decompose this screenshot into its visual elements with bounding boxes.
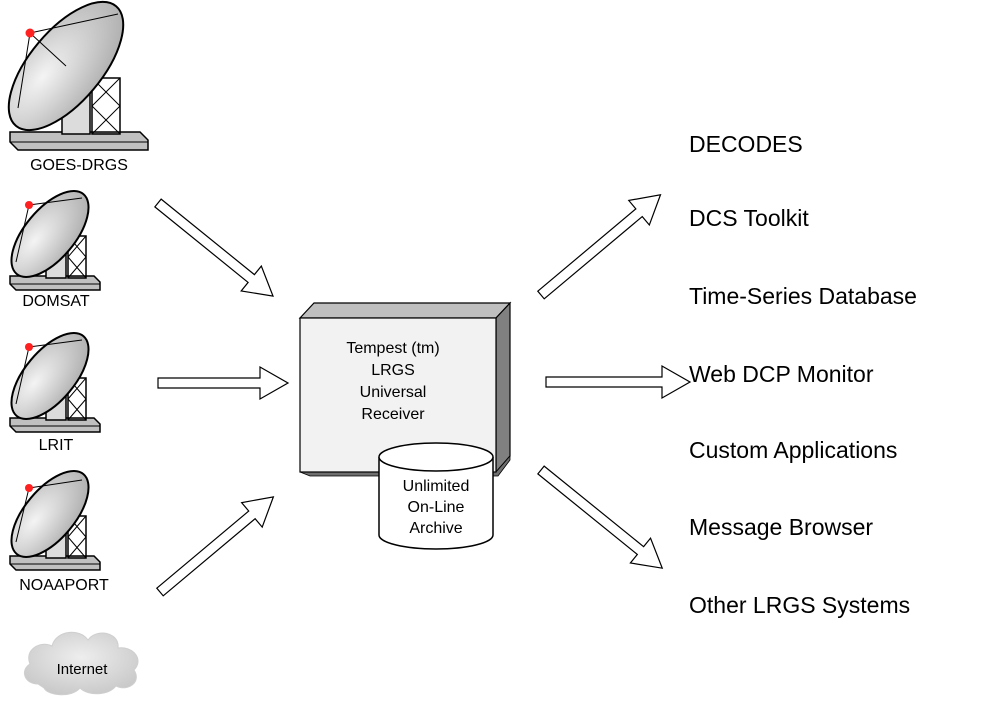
receiver-line: LRGS (371, 362, 415, 379)
arrow-lrit-to-receiver (157, 365, 290, 401)
output-item-custom-applications: Custom Applications (689, 437, 897, 463)
source-label: LRIT (39, 437, 74, 454)
satellite-dish-icon (9, 470, 101, 571)
output-item-message-browser: Message Browser (689, 514, 873, 540)
satellite-dish-icon (9, 190, 101, 291)
output-item-decodes: DECODES (689, 131, 803, 157)
archive-line: Archive (409, 520, 462, 537)
archive-line: Unlimited (403, 478, 470, 495)
source-label: NOAAPORT (19, 577, 109, 594)
source-label: Internet (57, 661, 109, 678)
output-arrows (536, 193, 692, 569)
satellite-dish-icon (7, 0, 149, 151)
output-item-web-dcp-monitor: Web DCP Monitor (689, 361, 874, 387)
arrow-goes-to-receiver (154, 198, 274, 297)
satellite-dish-icon (9, 332, 101, 433)
source-domsat: DOMSAT (9, 190, 101, 310)
output-item-time-series-database: Time-Series Database (689, 283, 917, 309)
source-label: DOMSAT (22, 293, 89, 310)
arrow-noaaport-to-receiver (155, 496, 275, 597)
receiver-line: Universal (360, 384, 427, 401)
cloud-icon (23, 631, 139, 696)
arrow-receiver-to-message-browser (537, 465, 664, 569)
receiver-line: Receiver (361, 406, 425, 423)
source-lrit: LRIT (9, 332, 101, 454)
input-arrows (154, 198, 290, 597)
archive-cylinder: Unlimited On-Line Archive (378, 442, 494, 550)
output-item-other-lrgs-systems: Other LRGS Systems (689, 592, 910, 618)
output-list: DECODES DCS Toolkit Time-Series Database… (689, 131, 917, 618)
source-noaaport: NOAAPORT (9, 470, 109, 594)
archive-line: On-Line (408, 499, 465, 516)
arrow-receiver-to-decodes (536, 193, 662, 300)
source-label: GOES-DRGS (30, 157, 128, 174)
arrow-receiver-to-web-monitor (545, 364, 692, 400)
source-internet: Internet (23, 631, 139, 696)
receiver-line: Tempest (tm) (346, 340, 439, 357)
output-item-dcs-toolkit: DCS Toolkit (689, 205, 809, 231)
source-goes-drgs: GOES-DRGS (7, 0, 149, 174)
